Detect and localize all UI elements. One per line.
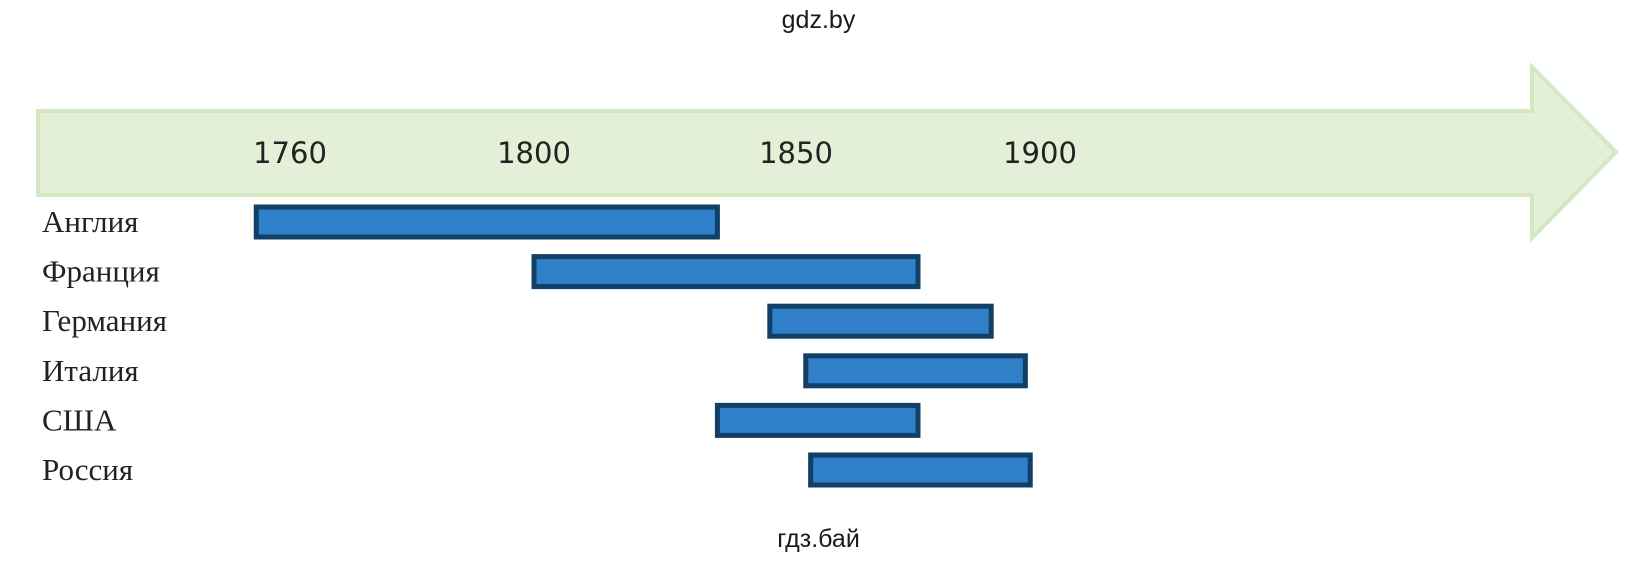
category-label: США <box>42 402 117 437</box>
bar <box>531 254 921 290</box>
x-tick-label: 1900 <box>1003 136 1077 170</box>
category-label: Италия <box>42 353 139 388</box>
bars <box>253 204 1033 488</box>
category-label: Франция <box>42 254 160 289</box>
category-label: Германия <box>42 303 167 338</box>
x-tick-label: 1800 <box>497 136 571 170</box>
watermark-bottom: гдз.бай <box>777 525 860 553</box>
x-axis-ticks: 1760 1800 1850 1900 <box>253 136 1077 170</box>
category-label: Россия <box>42 452 133 487</box>
category-label: Англия <box>42 204 138 239</box>
bar <box>714 402 921 438</box>
bar <box>767 303 994 339</box>
timeline-arrow <box>36 62 1619 243</box>
x-tick-label: 1850 <box>759 136 833 170</box>
watermark-top: gdz.by <box>781 6 856 34</box>
bar <box>808 452 1033 488</box>
bar <box>803 353 1028 389</box>
bar <box>253 204 720 240</box>
x-tick-label: 1760 <box>253 136 327 170</box>
